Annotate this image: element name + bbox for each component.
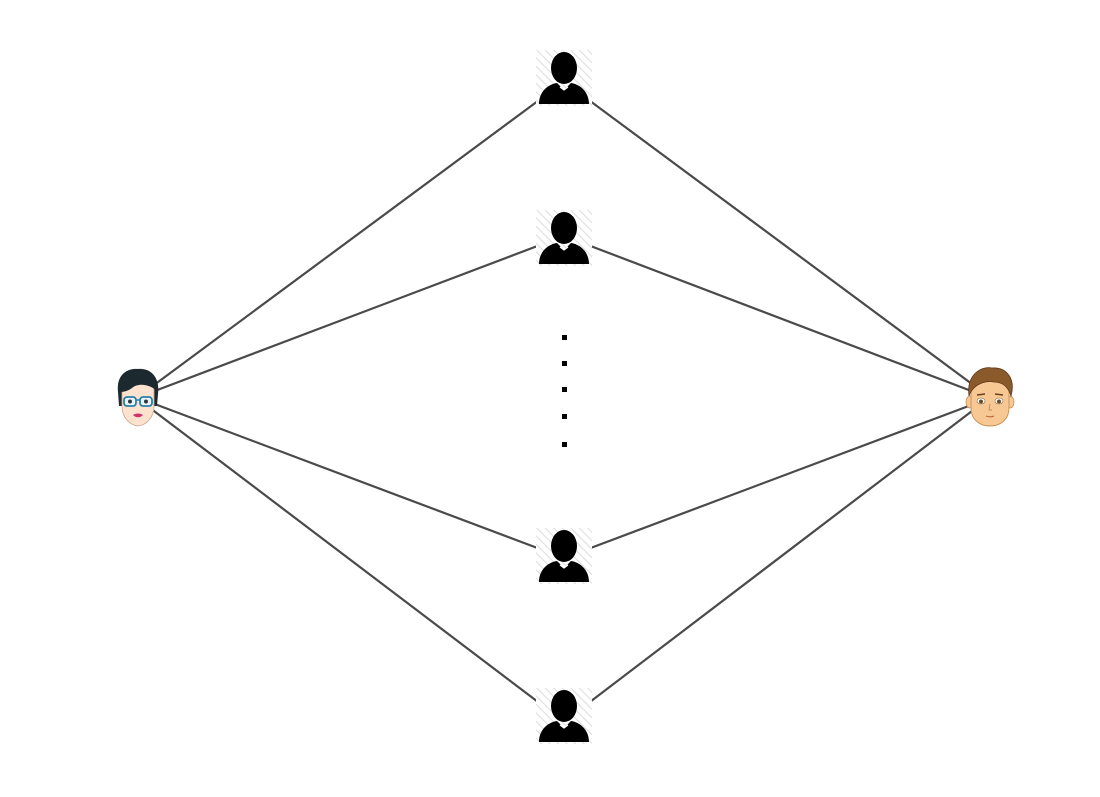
relay-node-n-1 (536, 528, 592, 584)
edges (149, 94, 977, 709)
person-silhouette-icon (536, 528, 592, 584)
edge-source-relay-1 (149, 94, 547, 389)
person-silhouette-icon (536, 50, 592, 106)
relay-node-2 (536, 210, 592, 266)
ellipsis-dot (562, 442, 567, 447)
man-avatar-icon (965, 367, 1015, 427)
person-silhouette-icon (536, 210, 592, 266)
ellipsis-dot (562, 387, 567, 392)
ellipsis-dot (562, 361, 567, 366)
edge-source-relay-n-1 (151, 401, 549, 554)
edge-source-relay-2 (151, 240, 549, 394)
person-silhouette-icon (536, 688, 592, 744)
ellipsis-dot (562, 335, 567, 340)
edge-relay-2-destination (579, 240, 975, 394)
ellipsis-dot (562, 414, 567, 419)
edge-relay-n-1-destination (579, 402, 975, 554)
relay-node-1 (536, 50, 592, 106)
woman-with-glasses-avatar-icon (117, 368, 159, 427)
edge-relay-1-destination (581, 94, 977, 388)
edge-source-relay-n (149, 407, 547, 709)
relay-node-n (536, 688, 592, 744)
edge-relay-n-destination (581, 407, 977, 709)
vertical-ellipsis (562, 335, 567, 447)
